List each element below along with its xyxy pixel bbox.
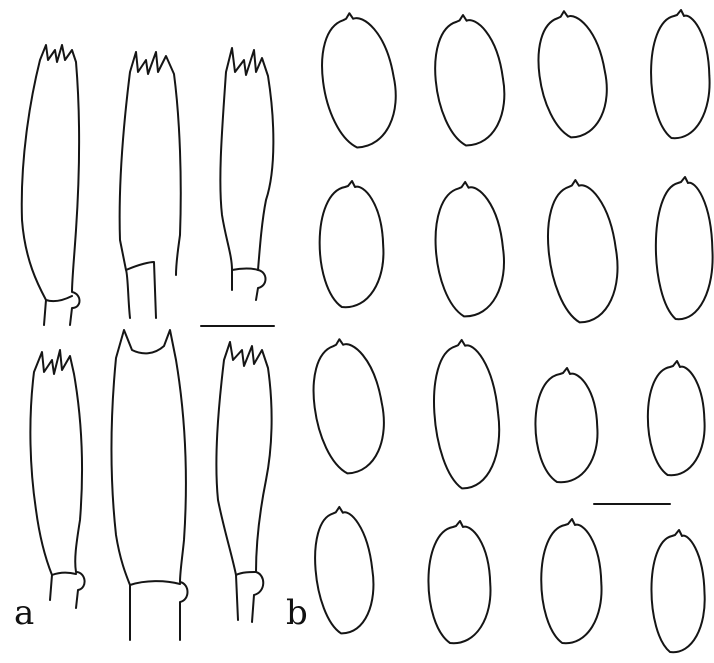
basidium-3 (220, 48, 273, 300)
basidium-6 (216, 342, 271, 622)
spore-6 (431, 180, 508, 319)
panel-label-b: b (286, 596, 308, 630)
spore-7 (542, 177, 624, 325)
spore-9 (306, 335, 391, 477)
panel-b-basidiospores (306, 7, 713, 653)
spore-8 (656, 177, 713, 319)
spore-12 (648, 361, 705, 475)
spore-3 (531, 7, 613, 141)
spore-13 (310, 505, 378, 636)
basidium-2 (120, 52, 181, 318)
spore-1 (314, 8, 403, 151)
basidium-5 (112, 330, 188, 640)
spore-5 (320, 181, 384, 307)
basidium-4 (30, 350, 84, 608)
panel-label-a: a (14, 596, 34, 630)
spore-15 (541, 519, 601, 643)
spore-10 (429, 338, 503, 490)
spore-16 (651, 530, 704, 652)
spore-2 (429, 12, 510, 149)
spore-4 (651, 10, 710, 138)
panel-a-basidia (22, 45, 274, 640)
basidium-1 (22, 45, 80, 325)
spore-11 (535, 368, 597, 482)
spore-14 (428, 521, 490, 643)
